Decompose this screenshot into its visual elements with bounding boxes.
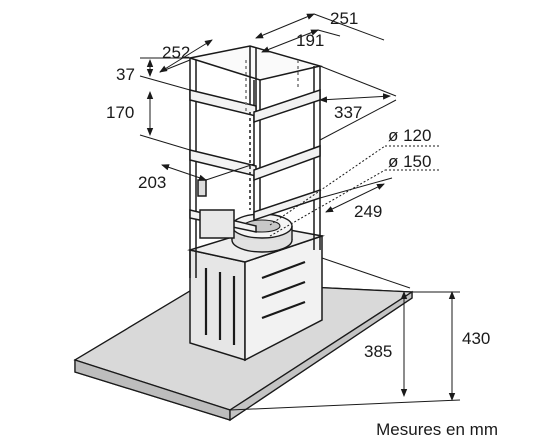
dim-lower-width: 249 (354, 202, 382, 221)
dim-duct-large: ø 150 (388, 152, 431, 171)
dimension-lines (139, 13, 461, 411)
dim-frame-width-outer: 251 (330, 9, 358, 28)
dim-frame-depth: 252 (162, 43, 190, 62)
dim-canopy-height-inner: 385 (364, 342, 392, 361)
dim-side-depth: 337 (334, 103, 362, 122)
dim-top-offset: 37 (116, 65, 135, 84)
units-caption: Mesures en mm (376, 420, 498, 439)
dim-frame-width-inner: 191 (296, 31, 324, 50)
duct-collar (231, 213, 293, 253)
motor-housing (187, 225, 325, 362)
dim-lower-depth: 203 (138, 173, 166, 192)
dim-duct-small: ø 120 (388, 126, 431, 145)
dim-upper-height: 170 (106, 103, 134, 122)
dim-canopy-height-outer: 430 (462, 329, 490, 348)
